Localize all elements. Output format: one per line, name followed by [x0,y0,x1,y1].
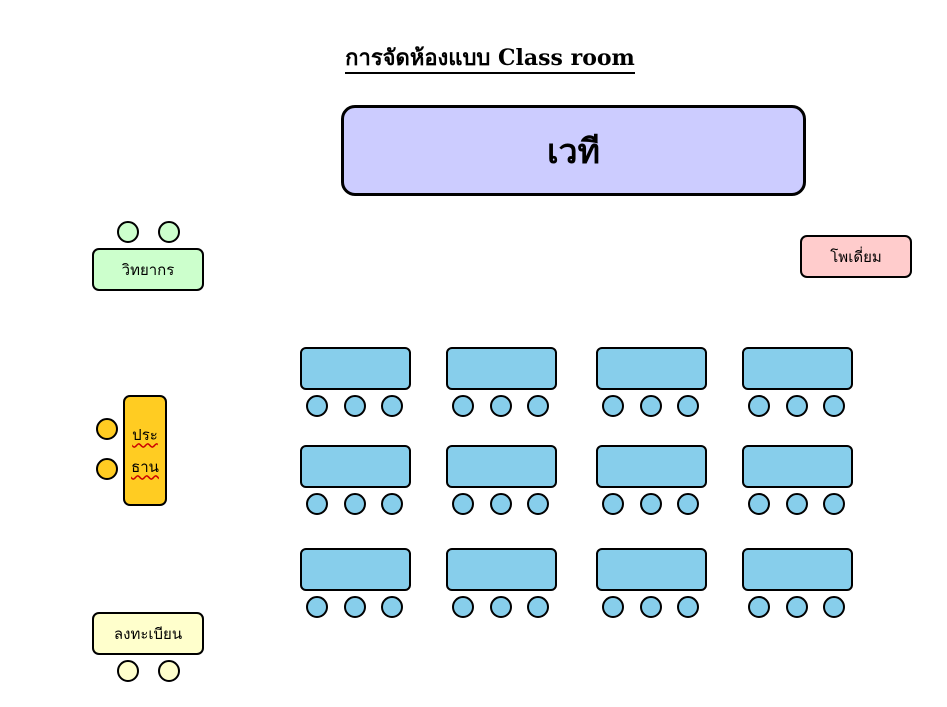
student-seat [640,493,662,515]
chairperson-seat [96,458,118,480]
student-seat [677,596,699,618]
speaker-table: วิทยากร [92,248,204,291]
registration-seat [158,660,180,682]
student-table [596,347,707,390]
student-seat [527,493,549,515]
page-title-text: การจัดห้องแบบ Class room [345,45,635,74]
registration-seat [117,660,139,682]
page-title: การจัดห้องแบบ Class room [0,40,947,75]
student-seat [381,493,403,515]
student-seat [786,493,808,515]
speaker-seat [158,221,180,243]
speaker-seat [117,221,139,243]
podium: โพเดี่ยม [800,235,912,278]
student-seat [602,395,624,417]
student-seat [527,596,549,618]
chairperson-label-line2: ธาน [131,457,159,476]
student-table [742,445,853,488]
student-table [300,347,411,390]
student-seat [490,596,512,618]
student-table [300,445,411,488]
student-table [742,347,853,390]
student-seat [823,493,845,515]
student-seat [786,596,808,618]
student-table [742,548,853,591]
student-seat [823,596,845,618]
student-seat [748,395,770,417]
student-seat [306,493,328,515]
student-seat [452,395,474,417]
student-seat [748,596,770,618]
student-seat [602,493,624,515]
student-table [300,548,411,591]
student-seat [602,596,624,618]
student-table [596,445,707,488]
student-seat [490,493,512,515]
chairperson-seat [96,418,118,440]
chairperson-label-line1: ประ [132,425,158,444]
stage-label: เวที [546,131,601,172]
speaker-label: วิทยากร [121,260,175,279]
student-table [446,445,557,488]
student-seat [452,596,474,618]
registration-label: ลงทะเบียน [113,624,183,643]
student-seat [306,596,328,618]
student-seat [786,395,808,417]
student-table [446,347,557,390]
student-seat [677,395,699,417]
podium-label: โพเดี่ยม [830,247,882,266]
student-seat [344,493,366,515]
student-table [446,548,557,591]
student-seat [677,493,699,515]
student-seat [306,395,328,417]
registration-table: ลงทะเบียน [92,612,204,655]
stage: เวที [341,105,806,196]
student-seat [748,493,770,515]
student-seat [490,395,512,417]
student-seat [527,395,549,417]
student-seat [381,596,403,618]
student-table [596,548,707,591]
student-seat [344,395,366,417]
student-seat [344,596,366,618]
chairperson-table: ประ ธาน [123,395,167,506]
student-seat [640,395,662,417]
student-seat [640,596,662,618]
student-seat [452,493,474,515]
student-seat [381,395,403,417]
student-seat [823,395,845,417]
